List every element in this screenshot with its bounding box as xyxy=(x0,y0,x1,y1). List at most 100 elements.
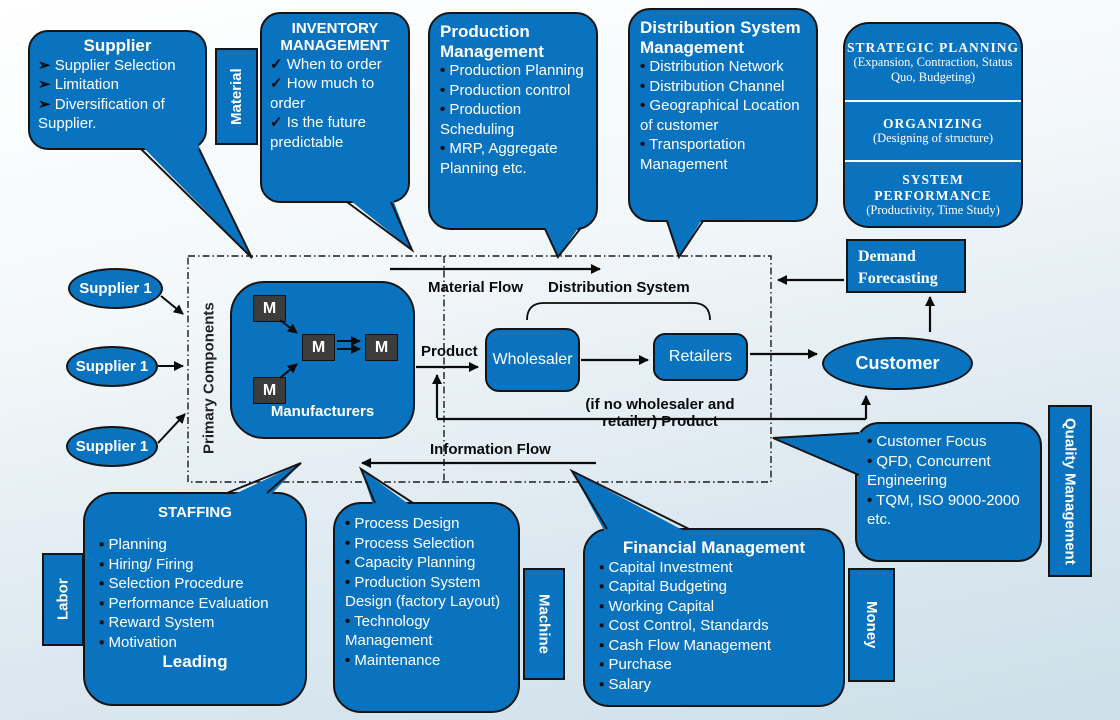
bullet-icon: ▪ xyxy=(99,555,105,573)
list-item-text: Motivation xyxy=(104,633,177,651)
bullet-icon: ▪ xyxy=(99,633,105,651)
bullet-icon: ✓ xyxy=(270,75,283,92)
if-no-line1: (if no wholesaler and xyxy=(585,396,735,413)
list-item-text: Process Selection xyxy=(350,534,475,552)
list-item: • Distribution Channel xyxy=(640,77,806,97)
list-item-text: Salary xyxy=(604,675,652,693)
list-item-text: TQM, ISO 9000-2000 etc. xyxy=(867,491,1020,529)
bullet-icon: ✓ xyxy=(270,55,283,73)
demand-forecasting-box: Demand Forecasting xyxy=(846,239,966,293)
list-item-text: Customer Focus xyxy=(872,433,987,450)
list-item: • Customer Focus xyxy=(867,432,1030,452)
list-item: • MRP, Aggregate Planning etc. xyxy=(440,139,586,178)
component-m-box-center: M xyxy=(302,334,335,361)
material-label-text: Material xyxy=(228,68,245,125)
system-performance-subtitle: (Productivity, Time Study) xyxy=(866,203,1000,218)
list-item-text: Capacity Planning xyxy=(350,554,476,571)
production-list: • Production Planning• Production contro… xyxy=(440,61,586,178)
list-item: ▪ Capital Investment xyxy=(599,558,829,578)
if-no-line2: retailer) Product xyxy=(602,412,718,430)
list-item-text: Cash Flow Management xyxy=(604,636,772,654)
demand-forecasting-text: Demand Forecasting xyxy=(858,248,938,287)
customer-text: Customer xyxy=(855,353,940,373)
staffing-callout: STAFFING ▪ Planning▪ Hiring/ Firing▪ Sel… xyxy=(83,492,307,706)
bullet-icon: • xyxy=(640,77,646,95)
bullet-icon: • xyxy=(867,433,873,450)
list-item: ▪ Capital Budgeting xyxy=(599,577,829,597)
supplier-callout: Supplier ➢ Supplier Selection➢ Limitatio… xyxy=(28,30,207,150)
supplier-1-text: Supplier 1 xyxy=(79,280,152,297)
staffing-footer: Leading xyxy=(162,652,228,672)
bullet-icon: ➢ xyxy=(38,76,51,94)
supplier-2-text: Supplier 1 xyxy=(75,358,149,375)
manufacturers-text: Manufacturers xyxy=(270,403,375,420)
bullet-icon: ▪ xyxy=(599,656,605,674)
bullet-icon: ▪ xyxy=(99,594,105,612)
bullet-icon: • xyxy=(640,97,646,115)
bullet-icon: • xyxy=(440,101,446,119)
distribution-title: Distribution System Management xyxy=(640,18,801,57)
list-item: ▪ Working Capital xyxy=(599,597,829,617)
information-flow-label: Information Flow xyxy=(430,441,551,458)
list-item-text: Production Planning xyxy=(445,62,584,80)
process-list: • Process Design• Process Selection• Cap… xyxy=(345,514,508,670)
if-no-wholesaler-label: (if no wholesaler and retailer) Product xyxy=(520,396,800,430)
bullet-icon: • xyxy=(640,136,646,154)
production-callout: Production Management • Production Plann… xyxy=(428,12,598,230)
distribution-callout: Distribution System Management • Distrib… xyxy=(628,8,818,222)
inventory-callout: INVENTORY MANAGEMENT ✓ When to order✓ Ho… xyxy=(260,12,410,203)
labor-label: Labor xyxy=(42,553,84,646)
financial-list: ▪ Capital Investment▪ Capital Budgeting▪… xyxy=(599,558,829,695)
list-item-text: When to order xyxy=(282,55,382,73)
list-item: • Process Selection xyxy=(345,534,508,554)
list-item-text: Supplier Selection xyxy=(50,56,176,74)
material-flow-label: Material Flow xyxy=(428,279,524,296)
list-item: ✓ When to order xyxy=(270,55,400,75)
component-m-box-right: M xyxy=(365,334,398,361)
bullet-icon: • xyxy=(440,62,446,80)
list-item-text: Transportation Management xyxy=(640,136,746,173)
quality-management-label: Quality Management xyxy=(1048,405,1092,577)
list-item: • Technology Management xyxy=(345,612,508,651)
list-item: ➢ Supplier Selection xyxy=(38,56,197,76)
list-item: ▪ Selection Procedure xyxy=(99,574,291,594)
supplier-title: Supplier xyxy=(83,36,152,55)
list-item: • Production Scheduling xyxy=(440,100,586,139)
staffing-list: ▪ Planning▪ Hiring/ Firing▪ Selection Pr… xyxy=(99,535,291,652)
machine-label: Machine xyxy=(523,568,565,680)
material-label: Material xyxy=(215,48,258,145)
retailers-box: Retailers xyxy=(653,333,748,381)
list-item: • Geographical Location of customer xyxy=(640,96,806,135)
list-item: ▪ Cost Control, Standards xyxy=(599,616,829,636)
bullet-icon: ▪ xyxy=(599,578,605,596)
list-item-text: Purchase xyxy=(604,656,672,674)
bullet-icon: ▪ xyxy=(599,675,605,693)
strategic-title: STRATEGIC PLANNING xyxy=(847,39,1019,55)
list-item-text: Distribution Network xyxy=(645,58,784,76)
list-item-text: Production System Design (factory Layout… xyxy=(345,573,501,611)
strategic-planning-box: STRATEGIC PLANNING (Expansion, Contracti… xyxy=(843,22,1023,228)
list-item-text: Limitation xyxy=(50,76,119,94)
financial-callout: Financial Management ▪ Capital Investmen… xyxy=(583,528,845,707)
list-item-text: Reward System xyxy=(104,614,215,632)
list-item-text: Distribution Channel xyxy=(645,77,785,95)
list-item: • Maintenance xyxy=(345,651,508,671)
m-text: M xyxy=(311,338,326,356)
bullet-icon: • xyxy=(440,140,446,158)
system-performance-title: SYSTEM PERFORMANCE xyxy=(874,171,992,203)
list-item-text: QFD, Concurrent Engineering xyxy=(867,452,991,490)
staffing-title: STAFFING xyxy=(158,504,232,521)
list-item-text: Production Scheduling xyxy=(440,101,522,138)
primary-components-text: Primary Components xyxy=(200,302,218,454)
bullet-icon: • xyxy=(345,534,351,552)
inventory-list: ✓ When to order✓ How much to order✓ Is t… xyxy=(270,55,400,153)
distribution-system-label: Distribution System xyxy=(548,279,690,296)
quality-list: • Customer Focus• QFD, Concurrent Engine… xyxy=(867,432,1030,530)
list-item-text: Maintenance xyxy=(350,651,441,669)
bullet-icon: • xyxy=(867,452,873,470)
list-item: • Production Planning xyxy=(440,61,586,81)
list-item: ▪ Motivation xyxy=(99,633,291,653)
production-title: Production Management xyxy=(440,22,544,61)
bullet-icon: ▪ xyxy=(599,617,605,635)
